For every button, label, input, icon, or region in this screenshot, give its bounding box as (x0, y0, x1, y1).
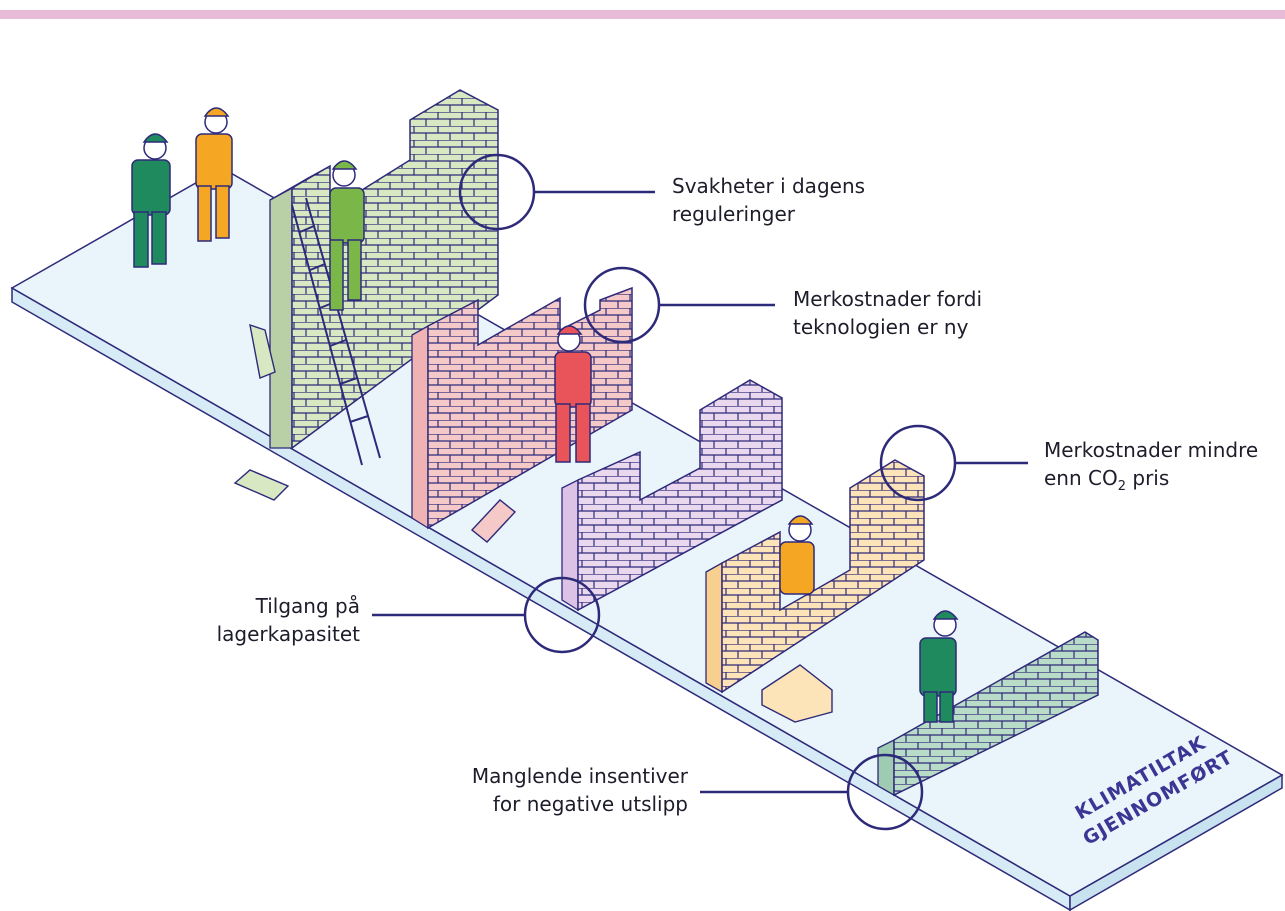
wall-green-regulations (269, 89, 499, 450)
callout-5-marker (700, 753, 924, 831)
callout-4-marker (372, 576, 601, 654)
callout-4-line-1: Tilgang på (255, 594, 360, 618)
worker-orange-standing (195, 107, 233, 242)
wall-orange-co2 (705, 459, 925, 694)
callout-3-subscript: 2 (1117, 479, 1127, 494)
callout-3-marker (879, 424, 1028, 502)
top-accent-bar (0, 10, 1285, 19)
callout-4-label: Tilgang på lagerkapasitet (210, 592, 360, 648)
callout-3-line-2: enn CO2 pris (1044, 464, 1258, 496)
worker-green-standing (131, 133, 171, 268)
callout-2-marker (583, 266, 775, 344)
callout-1-marker (458, 153, 655, 231)
callout-5-line-1: Manglende insentiver (471, 764, 688, 788)
callout-2-line-1: Merkostnader fordi (793, 287, 983, 311)
callout-1-line-2: reguleringer (672, 202, 795, 226)
callout-3-line-2-start: enn CO (1044, 466, 1118, 490)
callout-3-label: Merkostnader mindre enn CO2 pris (1044, 436, 1258, 496)
callout-3-line-1: Merkostnader mindre (1044, 438, 1259, 462)
worker-lime-on-ladder (329, 160, 365, 311)
callout-1-label: Svakheter i dagens reguleringer (672, 172, 865, 228)
ladder (291, 197, 381, 466)
callout-2-label: Merkostnader fordi teknologien er ny (793, 285, 982, 341)
callout-2-line-2: teknologien er ny (793, 315, 969, 339)
callout-3-line-2-end: pris (1126, 466, 1170, 490)
callout-5-label: Manglende insentiver for negative utslip… (420, 762, 688, 818)
callout-5-line-2: for negative utslipp (492, 792, 688, 816)
callout-4-line-2: lagerkapasitet (216, 622, 360, 646)
worker-red-carrying (554, 325, 592, 463)
loose-bricks (233, 323, 833, 723)
callout-1-line-1: Svakheter i dagens (672, 174, 866, 198)
worker-orange-kneeling (779, 515, 815, 595)
wall-red-new-technology (411, 286, 633, 530)
wall-teal-incentives (877, 631, 1099, 797)
worker-green-hammer (919, 610, 959, 723)
